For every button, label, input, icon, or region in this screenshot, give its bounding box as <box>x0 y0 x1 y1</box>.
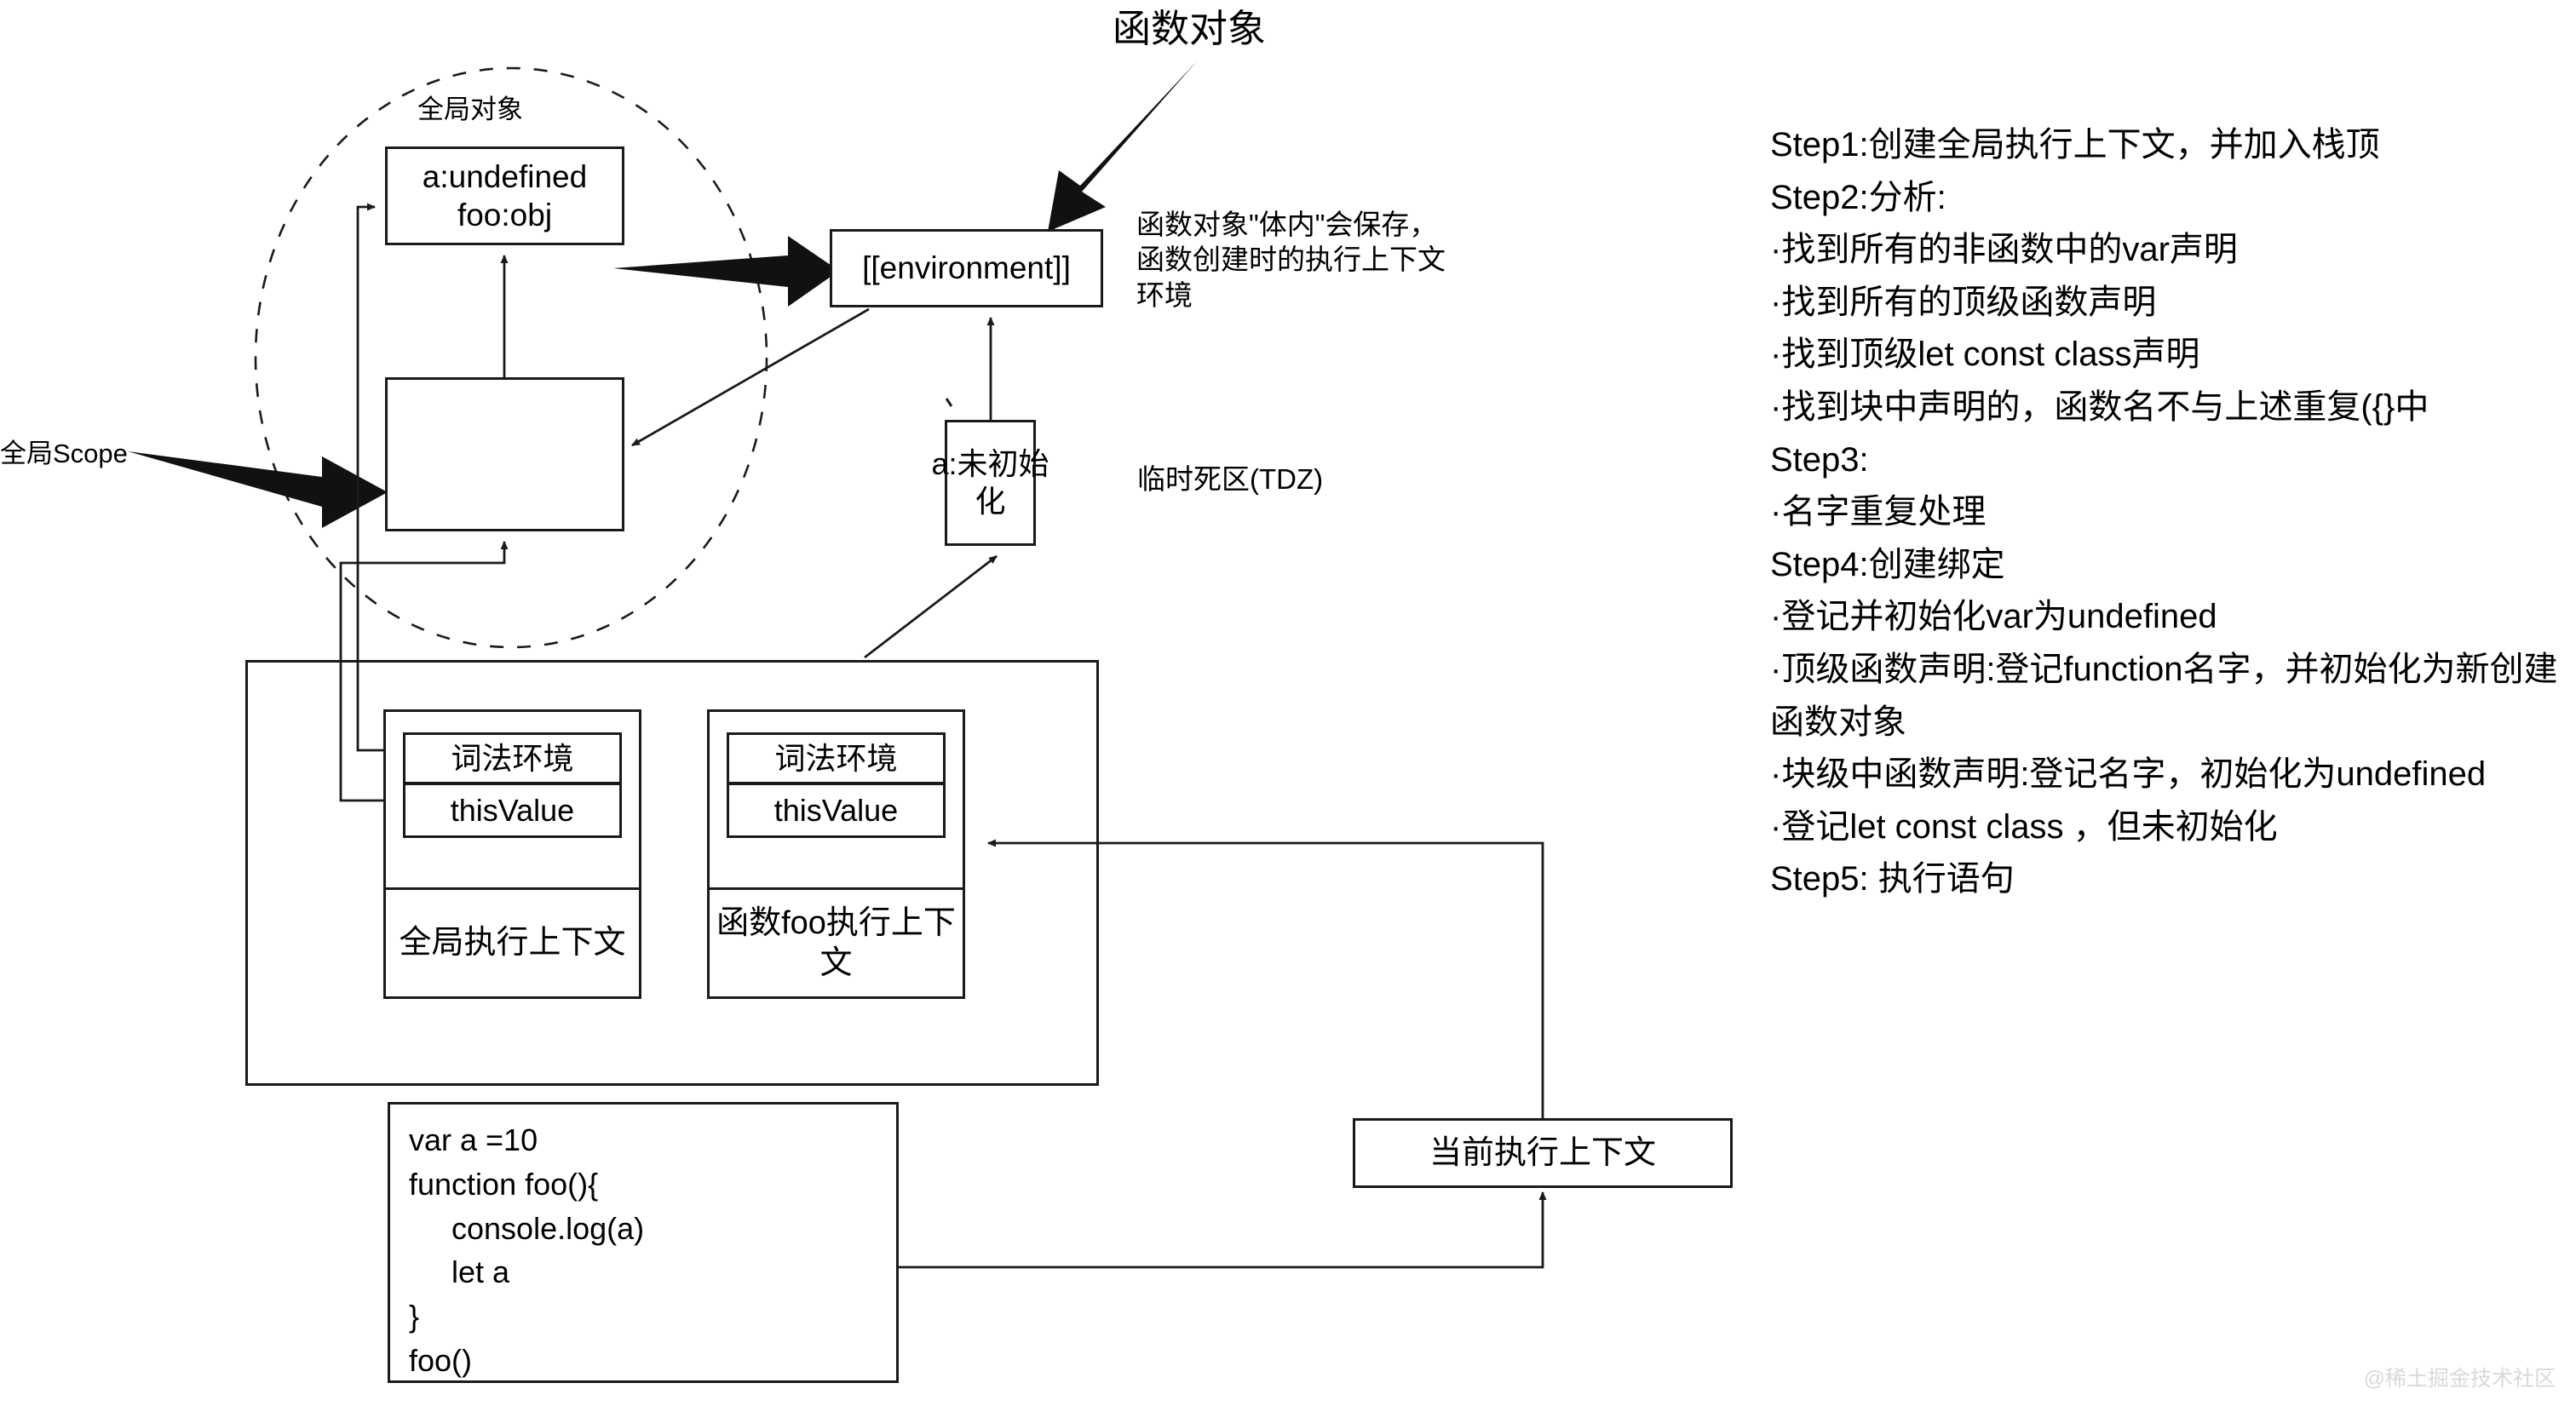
execution-context-global: 词法环境 thisValue 全局执行上下文 <box>383 709 641 999</box>
note-line: ·找到顶级let const class声明 <box>1770 336 2200 374</box>
ec-global-title: 全局执行上下文 <box>386 887 639 996</box>
global-object-a-entry: a:undefined <box>422 158 588 194</box>
note-line: ·登记let const class ，但未初始化 <box>1770 807 2278 846</box>
current-execution-context-box: 当前执行上下文 <box>1353 1118 1733 1188</box>
tdz-box-label: a:未初始 化 <box>931 446 1049 519</box>
global-object-foo-entry: foo:obj <box>457 198 553 232</box>
ec-global-inner: 词法环境 thisValue <box>403 732 622 838</box>
execution-context-foo: 词法环境 thisValue 函数foo执行上下文 <box>707 709 965 999</box>
note-line: ·块级中函数声明:登记名字，初始化为undefined <box>1770 755 2487 794</box>
ec-foo-inner: 词法环境 thisValue <box>727 732 946 838</box>
environment-note-caption: 函数对象"体内"会保存， 函数创建时的执行上下文 环境 <box>1136 209 1446 311</box>
environment-slot-label: [[environment]] <box>862 250 1071 286</box>
global-object-box: a:undefined foo:obj <box>385 146 624 245</box>
global-environment-box <box>385 377 624 531</box>
note-line: ·名字重复处理 <box>1770 493 1987 531</box>
note-line: Step3: <box>1770 440 1869 479</box>
foolexenv-to-tdz-arrow <box>864 554 998 659</box>
note-line: Step1:创建全局执行上下文，并加入栈顶 <box>1770 126 2380 164</box>
tick-mark <box>945 398 953 407</box>
note-line: Step5: 执行语句 <box>1770 860 2015 898</box>
note-line: ·顶级函数声明:登记function名字，并初始化为新创建函数对象 <box>1770 650 2558 741</box>
source-code-box: var a =10 function foo(){ console.log(a)… <box>388 1102 899 1383</box>
current-execution-context-label: 当前执行上下文 <box>1429 1134 1656 1171</box>
environment-to-globalenv-arrow <box>631 307 870 447</box>
function-object-caption: 函数对象 <box>1113 7 1267 50</box>
ec-foo-title: 函数foo执行上下文 <box>710 887 963 996</box>
watermark: @稀土掘金技术社区 <box>2363 1367 2556 1391</box>
note-line: ·找到块中声明的，函数名不与上述重复({}中 <box>1770 387 2429 426</box>
global-object-caption: 全局对象 <box>417 95 523 124</box>
tdz-caption: 临时死区(TDZ) <box>1137 463 1324 495</box>
codebox-to-current-context <box>899 1191 1547 1269</box>
notes-panel: Step1:创建全局执行上下文，并加入栈顶 Step2:分析: ·找到所有的非函… <box>1770 119 2576 906</box>
tdz-box: a:未初始 化 <box>931 420 1049 546</box>
execution-context-stack-container <box>245 660 1099 1086</box>
note-line: ·登记并初始化var为undefined <box>1770 598 2217 636</box>
ec-global-lexical-environment: 词法环境 <box>405 735 619 785</box>
function-object-arrow <box>1048 61 1197 232</box>
ec-global-this-value: thisValue <box>450 792 575 828</box>
note-line: Step2:分析: <box>1770 178 1946 216</box>
note-line: ·找到所有的非函数中的var声明 <box>1770 231 2238 269</box>
ec-foo-lexical-environment: 词法环境 <box>729 735 943 785</box>
foo-to-environment-arrow <box>613 236 839 307</box>
note-line: ·找到所有的顶级函数声明 <box>1770 283 2157 321</box>
environment-slot-box: [[environment]] <box>830 229 1103 307</box>
global-scope-arrow <box>128 451 388 528</box>
ec-foo-this-value: thisValue <box>773 792 899 828</box>
global-scope-caption: 全局Scope <box>0 439 128 468</box>
note-line: Step4:创建绑定 <box>1770 545 2005 583</box>
